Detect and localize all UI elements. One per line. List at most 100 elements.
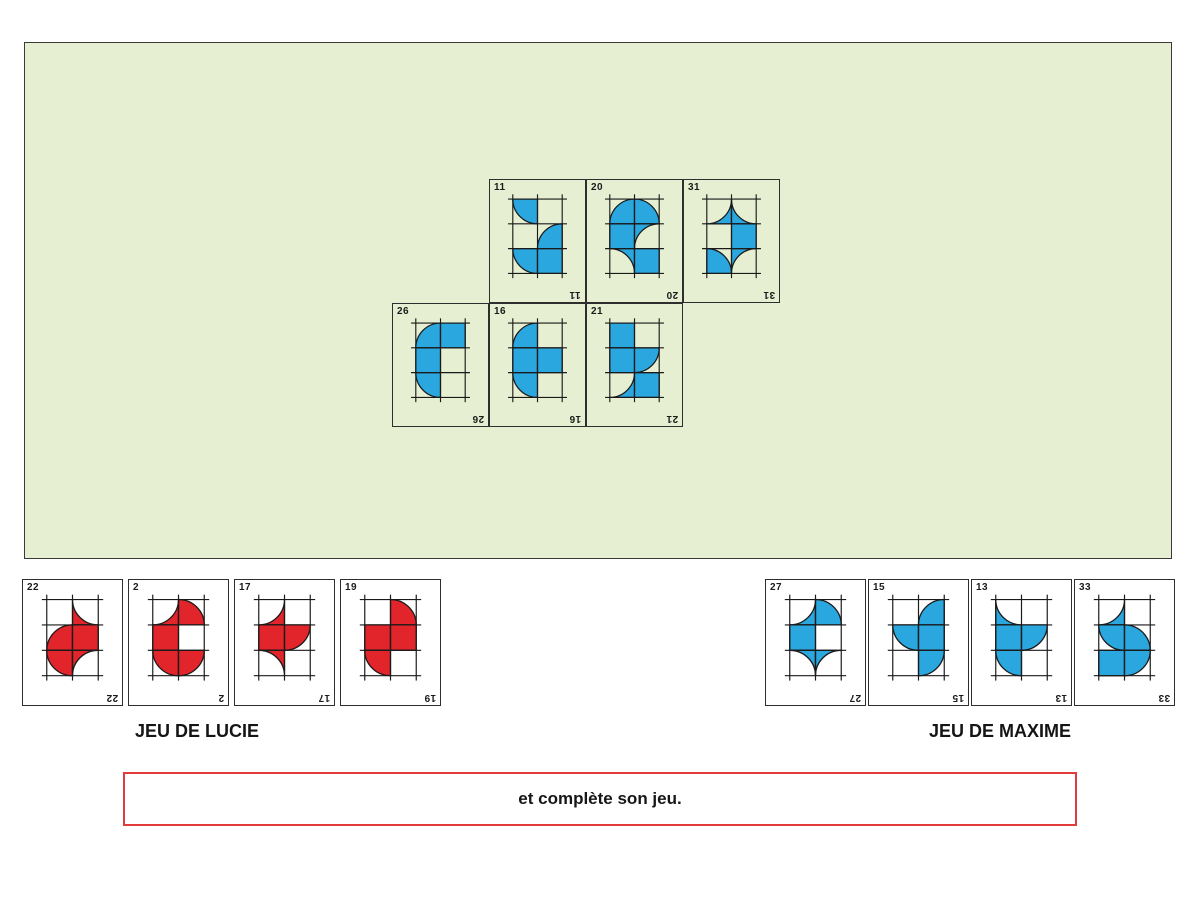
cell-shape-q-tr — [364, 649, 392, 677]
cell-shape-q-tr — [415, 372, 442, 399]
cell-shape-q-bl — [177, 598, 205, 626]
card-number-mirrored: 2 — [217, 692, 224, 703]
card-number-mirrored: 26 — [471, 413, 484, 424]
cell-shape-q-bl — [814, 598, 842, 626]
cell-shape-f — [609, 223, 636, 250]
cell-shape-i-tl — [609, 372, 636, 399]
cell-shape-f — [1098, 649, 1126, 677]
cell-shape-f — [609, 322, 636, 349]
card-shape-grid — [605, 194, 664, 279]
cell-shape-q-bl — [389, 598, 417, 626]
card-number: 19 — [345, 582, 358, 593]
cell-shape-i-tr — [995, 599, 1022, 626]
cell-shape-q-tl — [633, 347, 660, 374]
maxime-label: JEU DE MAXIME — [928, 721, 1072, 741]
card-shape-grid — [508, 194, 567, 279]
card-number-mirrored: 13 — [1054, 692, 1067, 703]
cell-shape-q-tl — [917, 649, 945, 677]
cell-shape-f — [536, 347, 563, 374]
cell-shape-i-tl — [706, 199, 733, 225]
card-number: 27 — [770, 582, 783, 593]
card-11[interactable]: 11 11 — [489, 179, 586, 303]
cell-shape-f — [439, 322, 466, 349]
cell-shape-i-tl — [789, 599, 817, 626]
cell-shape-f — [512, 347, 539, 374]
card-33[interactable]: 33 33 — [1074, 579, 1175, 706]
cell-shape-q-bl — [706, 248, 733, 275]
card-number: 13 — [976, 582, 989, 593]
cell-shape-f — [258, 624, 286, 651]
card-number: 15 — [873, 582, 886, 593]
cell-shape-i-tr — [71, 599, 99, 626]
card-13[interactable]: 13 13 — [971, 579, 1072, 706]
card-shape-grid — [887, 594, 950, 681]
card-number: 26 — [397, 306, 410, 317]
cell-shape-f — [995, 624, 1023, 651]
cell-shape-i-br — [814, 649, 842, 676]
card-number-mirrored: 27 — [848, 692, 861, 703]
card-number-mirrored: 15 — [951, 692, 964, 703]
cell-shape-i-br — [730, 248, 757, 274]
cell-shape-f — [633, 372, 660, 399]
cell-shape-q-bl — [1123, 624, 1151, 651]
card-number-mirrored: 19 — [423, 692, 436, 703]
card-number: 2 — [133, 582, 140, 593]
card-number-mirrored: 21 — [665, 413, 678, 424]
instruction-box: et complète son jeu. — [123, 772, 1077, 826]
cell-shape-q-bl — [633, 198, 660, 225]
card-number-mirrored: 31 — [762, 289, 775, 300]
cell-shape-q-tr — [512, 198, 539, 225]
cell-shape-i-bl — [258, 649, 286, 676]
card-shape-grid — [784, 594, 847, 681]
cell-shape-i-br — [71, 649, 99, 676]
card-number-mirrored: 33 — [1157, 692, 1170, 703]
cell-shape-q-tl — [283, 624, 311, 651]
cell-shape-i-bl — [609, 248, 636, 274]
cell-shape-q-tr — [46, 649, 74, 677]
card-shape-grid — [41, 594, 104, 681]
card-number-mirrored: 20 — [665, 289, 678, 300]
card-number-mirrored: 22 — [105, 692, 118, 703]
card-26[interactable]: 26 26 — [392, 303, 489, 427]
card-number-mirrored: 17 — [317, 692, 330, 703]
card-number: 22 — [27, 582, 40, 593]
card-shape-grid — [990, 594, 1053, 681]
card-22[interactable]: 22 22 — [22, 579, 123, 706]
cell-shape-i-tl — [1098, 599, 1126, 626]
cell-shape-q-tr — [892, 624, 920, 651]
cell-shape-q-tr — [152, 649, 180, 677]
cell-shape-q-tr — [512, 248, 539, 275]
lucie-label: JEU DE LUCIE — [134, 721, 260, 741]
cell-shape-q-br — [609, 198, 636, 225]
cell-shape-q-br — [46, 624, 74, 651]
cell-shape-f — [71, 624, 99, 651]
card-27[interactable]: 27 27 — [765, 579, 866, 706]
card-number-mirrored: 11 — [569, 289, 581, 300]
card-21[interactable]: 21 21 — [586, 303, 683, 427]
card-number: 11 — [494, 182, 506, 193]
cell-shape-q-tr — [1098, 624, 1126, 651]
cell-shape-q-tr — [512, 372, 539, 399]
card-shape-grid — [508, 318, 567, 403]
card-shape-grid — [411, 318, 470, 403]
cell-shape-f — [633, 248, 660, 275]
card-number: 21 — [591, 306, 604, 317]
cell-shape-q-tl — [1123, 649, 1151, 677]
cell-shape-q-tr — [995, 649, 1023, 677]
cell-shape-f — [152, 624, 180, 651]
cell-shape-i-br — [633, 223, 660, 249]
card-number: 33 — [1079, 582, 1092, 593]
card-shape-grid — [253, 594, 316, 681]
cell-shape-f — [730, 223, 757, 250]
card-shape-grid — [1093, 594, 1156, 681]
cell-shape-f — [917, 624, 945, 651]
